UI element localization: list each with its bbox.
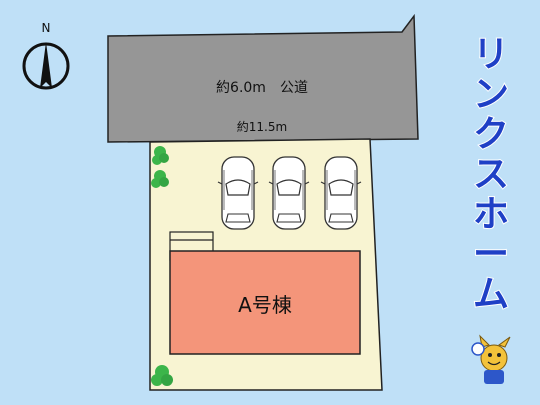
north-compass: N	[22, 21, 70, 90]
logo-char: ホ	[473, 194, 509, 235]
logo-char: ス	[473, 154, 509, 195]
car-icon	[217, 156, 259, 230]
tree-top	[152, 146, 169, 165]
frontage-label: 約11.5m	[237, 119, 287, 134]
building-a-label: A号棟	[238, 293, 292, 317]
parking-spaces	[217, 156, 362, 230]
logo-char: ム	[473, 274, 509, 315]
compass-needle-icon	[40, 42, 52, 88]
tree-mid	[151, 170, 169, 188]
logo-char: ン	[473, 74, 509, 115]
logo-char: ー	[473, 234, 509, 275]
logo-char: ク	[473, 114, 509, 155]
tree-bottom	[151, 365, 173, 386]
building-a	[169, 250, 361, 355]
logo-char: リ	[473, 34, 509, 75]
car-icon	[268, 156, 310, 230]
car-icon	[320, 156, 362, 230]
road-label: 約6.0m 公道	[216, 80, 308, 96]
public-road	[107, 13, 419, 143]
mascot-icon	[471, 334, 511, 384]
compass-north-label: N	[42, 21, 51, 35]
